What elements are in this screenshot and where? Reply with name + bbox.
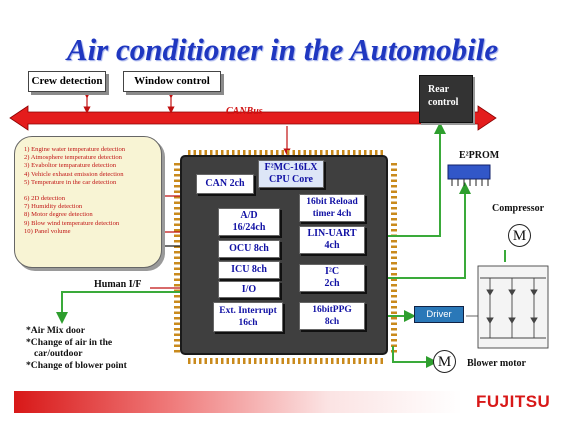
- e2prom-label: E²PROM: [459, 150, 500, 161]
- i2c-to-eeprom-wire: [360, 182, 471, 279]
- rear-control-line1: Rear: [428, 84, 450, 95]
- reload-timer-channels: timer 4ch: [312, 209, 352, 219]
- can-label: CAN 2ch: [205, 178, 245, 189]
- sensor-item: 8) Motor degree detection: [24, 211, 93, 219]
- driver-bridge-circuit: [477, 265, 549, 349]
- ppg-block: 16bitPPG 8ch: [299, 302, 365, 330]
- sensor-list-box: 1) Engine water temperature detection 2)…: [14, 136, 162, 268]
- sensor-group-1: 1) Engine water temperature detection 2)…: [24, 146, 161, 187]
- ocu-block: OCU 8ch: [218, 240, 280, 258]
- cpu-core-block: F²MC-16LX CPU Core: [258, 160, 324, 188]
- actuator-bullet-list: *Air Mix door *Change of air in the car/…: [26, 325, 127, 371]
- lin-uart-label: LIN-UART: [307, 228, 357, 239]
- io-label: I/O: [241, 283, 257, 295]
- reload-timer-block: 16bit Reload timer 4ch: [299, 194, 365, 222]
- fujitsu-logo: FUJITSU: [476, 392, 551, 411]
- chip-to-blower-wire: [392, 346, 438, 368]
- icu-block: ICU 8ch: [218, 261, 280, 279]
- sensor-item: 5) Temperature in the car detection: [24, 178, 117, 186]
- i2c-block: I²C 2ch: [299, 264, 365, 292]
- canbus-arrow: [9, 105, 497, 131]
- ext-interrupt-channels: 16ch: [238, 318, 258, 328]
- eeprom-chip: [447, 164, 491, 186]
- human-if-label: Human I/F: [94, 279, 142, 290]
- crew-detection-box: Crew detection: [28, 71, 106, 92]
- ad-channels: 16/24ch: [232, 222, 266, 233]
- ad-block: A/D 16/24ch: [218, 208, 280, 236]
- sensor-item: 4) Vehicle exhaust emission detection: [24, 170, 124, 178]
- sensor-group-2: 6) 2D detection 7) Humidity detection 8)…: [24, 195, 161, 236]
- cpu-core-name: F²MC-16LX: [264, 162, 318, 173]
- compressor-motor-icon: M: [508, 224, 531, 247]
- i2c-label: I²C: [324, 266, 340, 277]
- ppg-channels: 8ch: [324, 317, 340, 327]
- bullet-item: *Change of air in the: [26, 336, 113, 348]
- canbus-label: CANBus: [226, 106, 263, 117]
- rear-control-line2: control: [428, 97, 459, 108]
- sensor-item: 6) 2D detection: [24, 195, 66, 203]
- io-to-actuators-wire: [56, 291, 218, 324]
- top-box-connectors: [83, 91, 291, 156]
- bullet-item: *Air Mix door: [26, 325, 85, 336]
- sensor-item: 1) Engine water temperature detection: [24, 146, 126, 153]
- ad-label: A/D: [240, 210, 258, 221]
- i2c-channels: 2ch: [324, 278, 340, 289]
- window-control-box: Window control: [123, 71, 221, 92]
- ocu-label: OCU 8ch: [229, 243, 269, 254]
- sensor-item: 2) Atmosphere temperature detection: [24, 154, 122, 162]
- driver-box: Driver: [414, 306, 464, 323]
- sensor-item: 7) Humidity detection: [24, 203, 83, 211]
- ext-interrupt-block: Ext. Interrupt 16ch: [213, 302, 283, 332]
- bullet-item: car/outdoor: [34, 348, 83, 359]
- compressor-label: Compressor: [492, 203, 545, 214]
- icu-label: ICU 8ch: [231, 264, 267, 275]
- bullet-item: *Change of blower point: [26, 359, 127, 371]
- ext-interrupt-label: Ext. Interrupt: [219, 306, 277, 316]
- can-block: CAN 2ch: [196, 174, 254, 194]
- blower-motor-icon: M: [433, 350, 456, 373]
- footer-red-bar: [14, 391, 462, 413]
- io-block: I/O: [218, 281, 280, 298]
- lin-uart-block: LIN-UART 4ch: [299, 226, 365, 254]
- rear-control-box: Rear control: [419, 75, 473, 123]
- ppg-label: 16bitPPG: [312, 305, 352, 315]
- page-title: Air conditioner in the Automobile: [66, 32, 499, 67]
- sensor-item: 10) Panel volume: [24, 227, 71, 235]
- blower-motor-label: Blower motor: [467, 358, 526, 369]
- sensor-item: 3) Evaboltor temparature detection: [24, 162, 117, 170]
- reload-timer-label: 16bit Reload: [306, 197, 358, 207]
- lin-uart-channels: 4ch: [324, 240, 340, 251]
- sensor-item: 9) Blow wind temperature detection: [24, 219, 120, 227]
- cpu-core-label: CPU Core: [269, 174, 313, 185]
